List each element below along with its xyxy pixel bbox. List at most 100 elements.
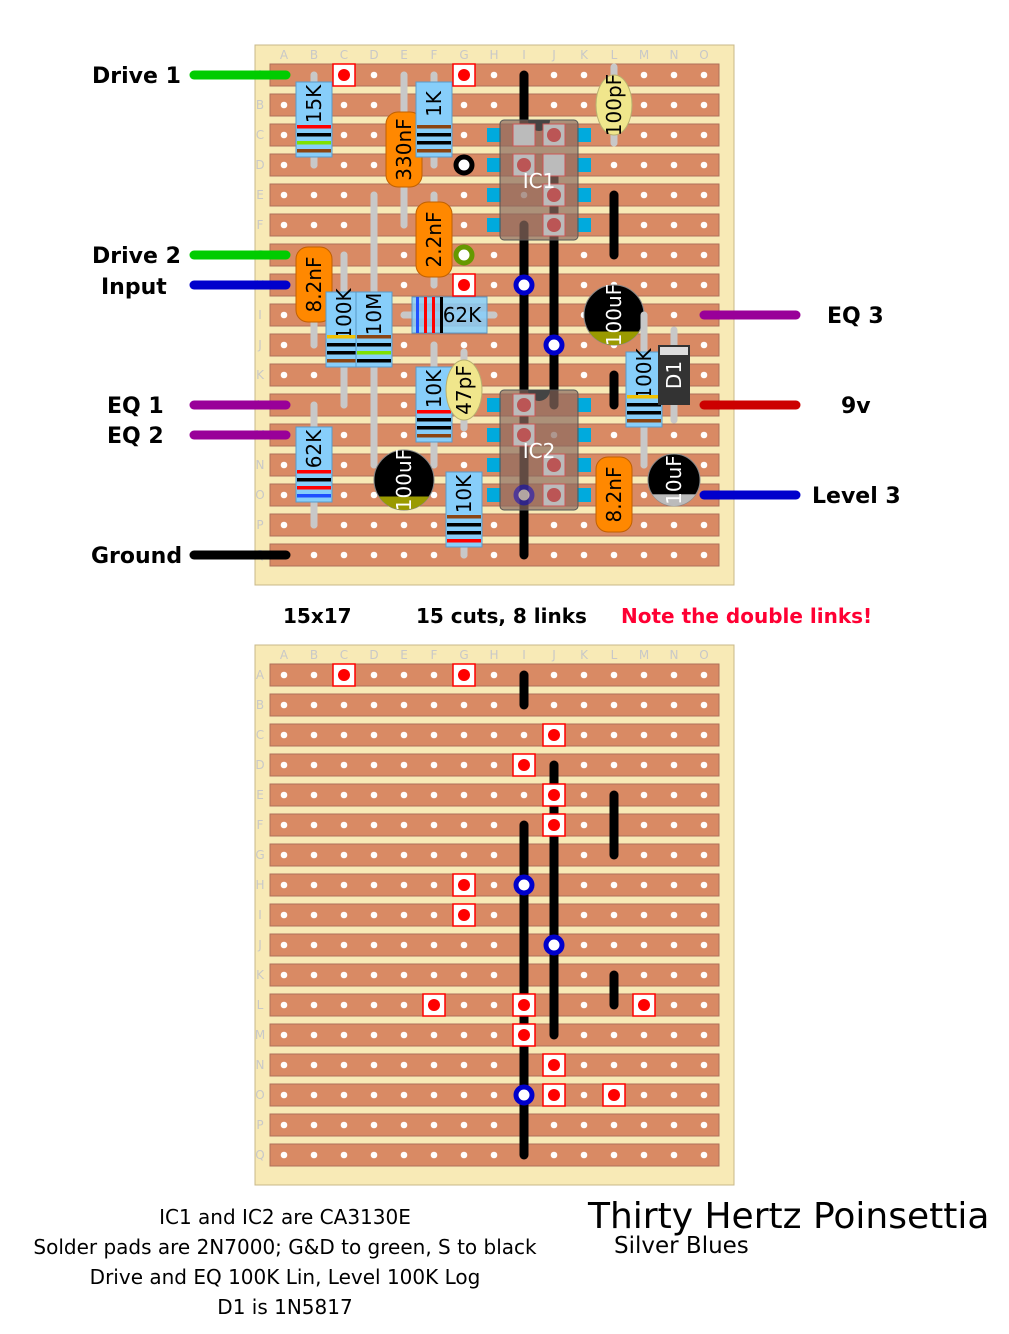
hole — [370, 491, 378, 499]
note-line: Drive and EQ 100K Lin, Level 100K Log — [89, 1265, 481, 1289]
hole — [400, 551, 408, 559]
ic-pin — [577, 458, 591, 472]
hole — [280, 911, 288, 919]
notes: IC1 and IC2 are CA3130E Solder pads are … — [25, 1202, 545, 1322]
ic-pin — [487, 428, 501, 442]
hole — [370, 941, 378, 949]
hole — [460, 1061, 468, 1069]
ic-pad-dot — [547, 128, 561, 142]
resistor-label: 100K — [632, 347, 656, 399]
hole — [670, 281, 678, 289]
hole — [460, 341, 468, 349]
hole — [430, 1151, 438, 1159]
hole — [400, 431, 408, 439]
capacitor-label: 100uF — [392, 449, 416, 511]
hole — [700, 731, 708, 739]
row-label: Q — [255, 1148, 264, 1162]
solder-pad — [513, 484, 535, 506]
column-label: D — [369, 48, 378, 62]
color-band — [297, 494, 331, 498]
hole — [370, 1151, 378, 1159]
hole — [430, 521, 438, 529]
color-band — [447, 531, 481, 535]
hole — [490, 671, 498, 679]
hole — [580, 851, 588, 859]
hole — [370, 1001, 378, 1009]
hole — [700, 221, 708, 229]
hole — [430, 1121, 438, 1129]
ceramic-capacitor — [445, 359, 483, 421]
track-cut-mark — [548, 1059, 560, 1071]
hole — [400, 791, 408, 799]
track-cut-mark — [338, 669, 350, 681]
hole — [430, 971, 438, 979]
solder-pad — [513, 1084, 535, 1106]
color-band — [357, 335, 391, 339]
track-cut-mark — [548, 729, 560, 741]
hole — [580, 881, 588, 889]
hole — [580, 371, 588, 379]
row-label: E — [256, 188, 264, 202]
hole — [670, 101, 678, 109]
hole — [340, 461, 348, 469]
hole — [430, 491, 438, 499]
hole — [580, 1061, 588, 1069]
hole — [700, 881, 708, 889]
hole — [580, 971, 588, 979]
hole — [700, 101, 708, 109]
color-band — [327, 335, 361, 339]
color-band — [416, 297, 419, 333]
hole — [700, 671, 708, 679]
row-label: G — [255, 848, 264, 862]
label-eq1: EQ 1 — [107, 394, 164, 419]
hole — [400, 971, 408, 979]
hole — [700, 431, 708, 439]
track-cut-mark — [428, 999, 440, 1011]
hole — [340, 911, 348, 919]
row-label: O — [255, 1088, 264, 1102]
hole — [430, 551, 438, 559]
column-label: I — [522, 48, 526, 62]
hole — [460, 191, 468, 199]
ic-pad-dot — [517, 158, 531, 172]
ic-pin — [487, 488, 501, 502]
solder-pad — [453, 154, 475, 176]
color-band — [417, 141, 451, 145]
color-band — [297, 133, 331, 137]
hole — [700, 1151, 708, 1159]
hole — [460, 221, 468, 229]
ic-pin — [577, 488, 591, 502]
hole — [640, 791, 648, 799]
hole — [280, 311, 288, 319]
ic-pad-dot — [547, 488, 561, 502]
resistor-label: 62K — [443, 303, 482, 327]
hole — [370, 1091, 378, 1099]
hole — [400, 371, 408, 379]
hole — [280, 671, 288, 679]
hole — [460, 1091, 468, 1099]
color-band — [297, 478, 331, 482]
ic-pad — [542, 153, 566, 177]
hole — [550, 701, 558, 709]
column-label: A — [280, 648, 289, 662]
hole — [310, 1121, 318, 1129]
resistor-label: 10M — [362, 293, 386, 336]
hole — [370, 521, 378, 529]
hole — [580, 941, 588, 949]
color-band — [432, 297, 435, 333]
row-label: F — [257, 218, 264, 232]
color-band — [627, 403, 661, 407]
label-eq2: EQ 2 — [107, 424, 164, 449]
hole — [430, 881, 438, 889]
hole — [400, 341, 408, 349]
hole — [580, 101, 588, 109]
hole — [310, 821, 318, 829]
hole — [580, 281, 588, 289]
hole — [610, 1121, 618, 1129]
color-band — [417, 149, 451, 153]
hole — [340, 971, 348, 979]
hole — [700, 131, 708, 139]
hole — [610, 911, 618, 919]
row-label: L — [257, 998, 264, 1012]
